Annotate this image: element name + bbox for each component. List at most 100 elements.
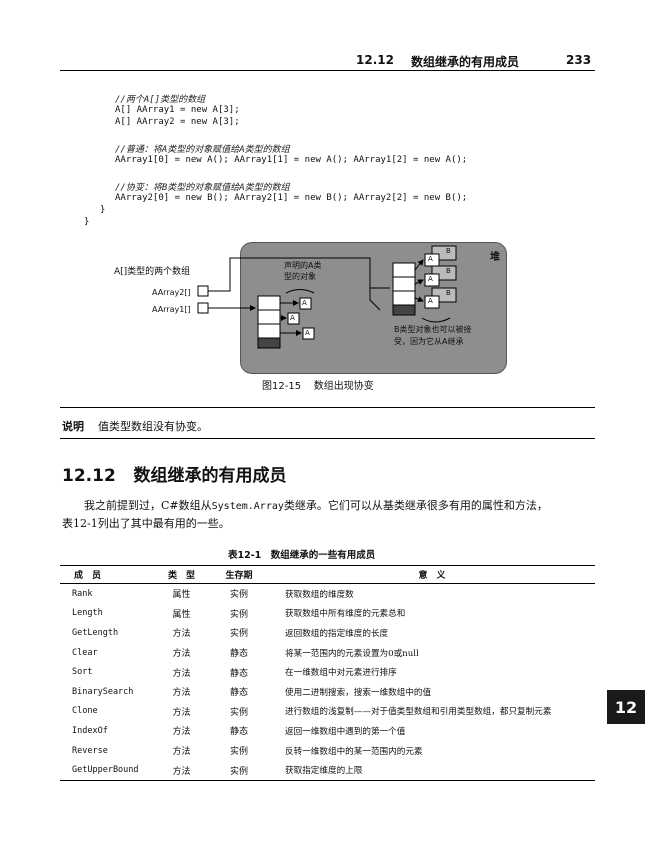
cell-lifetime: 实例 — [229, 609, 248, 620]
table-row: Clone 方法 实例 进行数组的浅复制——对于值类型数组和引用类型数组，都只复制元素 — [60, 702, 595, 722]
object-a-label: A — [302, 299, 307, 307]
cell-type: 属性 — [172, 609, 191, 620]
col-header-member: 成 员 — [74, 571, 102, 581]
table-row: GetUpperBound 方法 实例 获取指定维度的上限 — [60, 760, 595, 780]
cell-meaning: 获取指定维度的上限 — [285, 766, 363, 777]
section-heading: 12.12 数组继承的有用成员 — [62, 461, 287, 486]
header-section-title: 数组继承的有用成员 — [411, 55, 520, 69]
heap-label: 堆 — [490, 252, 500, 263]
code-line: A[] AArray2 = new A[3]; — [115, 117, 240, 127]
table-row: Length 属性 实例 获取数组中所有维度的元素总和 — [60, 604, 595, 624]
object-a-label: A — [428, 297, 433, 305]
figure-caption-number: 图12-15 — [262, 381, 302, 392]
table-row: Clear 方法 静态 将某一范围内的元素设置为0或null — [60, 643, 595, 663]
cell-member: Length — [72, 608, 103, 619]
col-header-type: 类 型 — [167, 571, 195, 581]
header-section-number: 12.12 — [356, 53, 394, 67]
cell-member: Reverse — [72, 745, 108, 756]
paragraph-code: System.Array — [211, 501, 284, 512]
table-row: Reverse 方法 实例 反转一维数组中的某一范围内的元素 — [60, 741, 595, 761]
note-text: 值类型数组没有协变。 — [98, 420, 208, 433]
cell-member: Clone — [72, 706, 98, 717]
cell-member: GetLength — [72, 627, 119, 638]
cell-member: BinarySearch — [72, 686, 134, 697]
object-b-label: B — [446, 247, 451, 255]
cell-meaning: 反转一维数组中的某一范围内的元素 — [285, 746, 423, 757]
cell-lifetime: 实例 — [229, 747, 248, 758]
paragraph-text: 类继承。它们可以从基类继承很多有用的属性和方法， — [283, 499, 548, 512]
declared-label-2: 型的对象 — [284, 272, 316, 281]
cell-lifetime: 实例 — [229, 766, 248, 777]
object-a-label: A — [305, 329, 310, 337]
cell-member: Sort — [72, 667, 93, 678]
table-row: BinarySearch 方法 静态 使用二进制搜索，搜索一维数组中的值 — [60, 682, 595, 702]
cell-meaning: 使用二进制搜索，搜索一维数组中的值 — [285, 687, 432, 698]
cell-type: 方法 — [172, 727, 191, 738]
cell-lifetime: 实例 — [229, 707, 248, 718]
cell-type: 方法 — [172, 766, 191, 777]
covariance-figure: 堆 A[]类型的两个数组 AArray2[] AArray1[] 声明的A类 型… — [110, 238, 520, 388]
cell-meaning: 进行数组的浅复制——对于值类型数组和引用类型数组，都只复制元素 — [285, 707, 552, 718]
cell-lifetime: 静态 — [229, 649, 248, 660]
cell-type: 方法 — [172, 668, 191, 679]
cell-meaning: 获取数组中所有维度的元素总和 — [285, 609, 406, 620]
cell-lifetime: 静态 — [229, 668, 248, 679]
cell-type: 方法 — [172, 688, 191, 699]
cell-member: Clear — [72, 647, 98, 658]
code-line: //协变：将B类型的对象赋值给A类型的数组 — [115, 183, 290, 193]
b-note-2: 受，因为它从A继承 — [394, 337, 464, 346]
cell-meaning: 获取数组的维度数 — [285, 589, 354, 600]
cell-lifetime: 静态 — [229, 727, 248, 738]
code-line: } — [84, 217, 90, 227]
table-caption: 表12-1 数组继承的一些有用成员 — [228, 550, 376, 561]
note-bottom-rule — [60, 438, 595, 439]
section-title: 数组继承的有用成员 — [133, 466, 287, 486]
code-line: } — [100, 205, 106, 215]
note-top-rule — [60, 407, 595, 408]
cell-type: 方法 — [172, 747, 191, 758]
b-note-1: B类型对象也可以被接 — [394, 325, 472, 334]
code-line: //普通：将A类型的对象赋值给A类型的数组 — [115, 145, 290, 155]
cell-meaning: 将某一范围内的元素设置为0或null — [285, 648, 419, 659]
cell-member: GetUpperBound — [72, 765, 139, 776]
cell-type: 方法 — [172, 649, 191, 660]
heap-region — [240, 242, 507, 374]
paragraph-line-2: 表12-1列出了其中最有用的一些。 — [62, 517, 230, 530]
table-header-row: 成 员 类 型 生存期 意 义 — [60, 565, 595, 584]
chapter-tab: 12 — [607, 690, 645, 724]
arrays-label: A[]类型的两个数组 — [114, 267, 191, 277]
cell-type: 属性 — [172, 590, 191, 601]
var-aarray1: AArray1[] — [152, 305, 191, 314]
declared-label-1: 声明的A类 — [284, 261, 322, 270]
object-b-label: B — [446, 289, 451, 297]
code-line: //两个A[]类型的数组 — [115, 95, 206, 105]
code-line: AArray1[0] = new A(); AArray1[1] = new A… — [115, 155, 468, 165]
figure-drawing — [197, 245, 457, 349]
cell-lifetime: 实例 — [229, 590, 248, 601]
paragraph-line-1: 我之前提到过，C#数组从System.Array类继承。它们可以从基类继承很多有… — [84, 497, 548, 516]
cell-type: 方法 — [172, 707, 191, 718]
header-rule — [60, 70, 595, 71]
cell-lifetime: 静态 — [229, 688, 248, 699]
figure-caption: 图12-15 数组出现协变 — [262, 377, 374, 392]
code-line: AArray2[0] = new B(); AArray2[1] = new B… — [115, 193, 468, 203]
cell-lifetime: 实例 — [229, 629, 248, 640]
col-header-lifetime: 生存期 — [225, 571, 253, 581]
cell-member: IndexOf — [72, 725, 108, 736]
cell-type: 方法 — [172, 629, 191, 640]
figure-caption-text: 数组出现协变 — [313, 381, 374, 392]
var-aarray2: AArray2[] — [152, 288, 191, 297]
header-page-number: 233 — [566, 53, 592, 67]
col-header-meaning: 意 义 — [418, 571, 446, 581]
object-a-label: A — [290, 314, 295, 322]
object-a-label: A — [428, 275, 433, 283]
paragraph-text: 我之前提到过，C#数组从 — [84, 499, 212, 512]
object-b-label: B — [446, 267, 451, 275]
running-header: 12.12 数组继承的有用成员 233 — [0, 0, 655, 80]
note-label: 说明 — [62, 420, 84, 433]
